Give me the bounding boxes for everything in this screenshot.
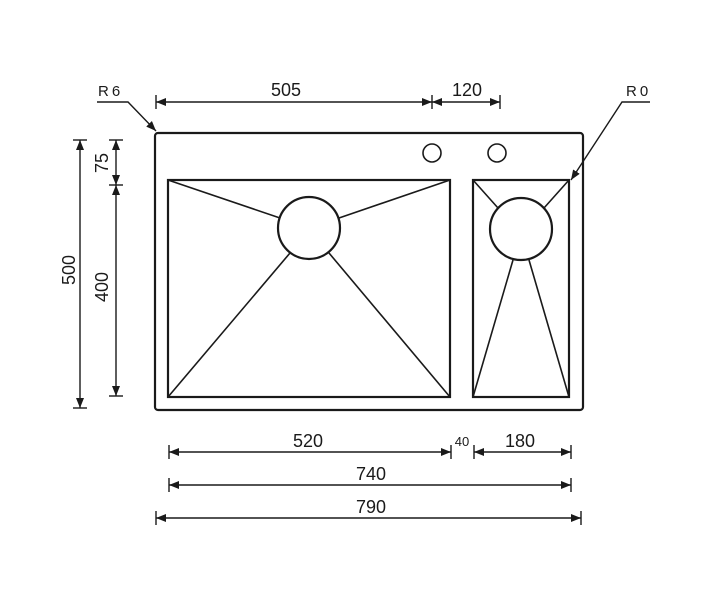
main-bowl [166, 178, 452, 399]
small-drain [488, 196, 554, 262]
dim-75: 75 [92, 153, 112, 173]
dim-790: 790 [356, 497, 386, 517]
dim-740: 740 [356, 464, 386, 484]
tap-hole-2 [487, 143, 507, 163]
main-drain [276, 195, 342, 261]
dim-bottom: 520 40 180 740 790 [155, 431, 582, 525]
dim-500: 500 [59, 255, 79, 285]
radius-right-label: R0 [626, 83, 651, 100]
dim-520: 520 [293, 431, 323, 451]
radius-callout-left: R6 [97, 83, 157, 132]
dim-top: 505 120 [155, 80, 501, 109]
radius-callout-right: R0 [570, 83, 651, 181]
dim-180: 180 [505, 431, 535, 451]
dim-left: 500 75 400 [59, 139, 123, 409]
dim-505: 505 [271, 80, 301, 100]
sink-outline [153, 131, 585, 412]
radius-left-label: R6 [98, 83, 123, 100]
dim-400: 400 [92, 272, 112, 302]
dim-120: 120 [452, 80, 482, 100]
small-bowl [471, 178, 571, 399]
tap-hole-1 [422, 143, 442, 163]
dim-40: 40 [455, 434, 469, 449]
